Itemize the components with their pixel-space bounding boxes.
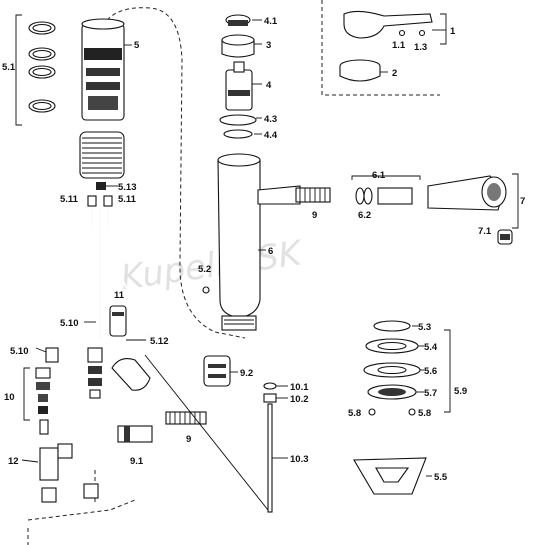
- flexible-hose-coil: [79, 131, 125, 179]
- label-1-3: 1.3: [414, 42, 427, 53]
- pull-out-spray-head: [427, 175, 507, 211]
- label-5-7: 5.7: [424, 388, 437, 399]
- label-5-12: 5.12: [150, 336, 169, 347]
- label-5-11-left: 5.11: [60, 194, 79, 205]
- check-valve: [109, 305, 127, 337]
- diverter-cartridge: [81, 18, 125, 121]
- coupling-9-1: [117, 425, 153, 443]
- label-5-1: 5.1: [2, 62, 16, 73]
- label-5-6: 5.6: [424, 366, 437, 377]
- hose-fittings-center: [87, 347, 103, 399]
- label-10-3: 10.3: [290, 454, 309, 465]
- label-5-4: 5.4: [424, 342, 438, 353]
- label-10: 10: [4, 392, 15, 403]
- bracket-10: [23, 367, 30, 421]
- label-10-2: 10.2: [290, 394, 309, 405]
- diverter-valve: [203, 355, 231, 387]
- label-4-1: 4.1: [264, 16, 278, 27]
- connector-5-13: [96, 182, 106, 190]
- cartridge-dashed-path: [99, 7, 246, 339]
- watermark: KupelneSK: [118, 233, 306, 298]
- label-12: 12: [8, 456, 19, 467]
- label-9-upper: 9: [312, 210, 317, 221]
- cartridge-stack: [219, 14, 257, 139]
- label-5: 5: [134, 40, 140, 51]
- label-4-4: 4.4: [264, 130, 278, 141]
- threaded-nipple-9-upper: [295, 187, 331, 203]
- cover-cap: [339, 59, 381, 82]
- supply-hoses: [51, 195, 149, 348]
- label-6-2: 6.2: [358, 210, 371, 221]
- label-6-1: 6.1: [372, 170, 386, 181]
- label-4: 4: [266, 80, 272, 91]
- label-7-1: 7.1: [478, 226, 492, 237]
- label-3: 3: [266, 40, 271, 51]
- label-4-3: 4.3: [264, 114, 277, 125]
- faucet-body: [217, 153, 301, 331]
- bracket-7: [512, 173, 519, 229]
- label-9-lower: 9: [186, 434, 191, 445]
- label-5-8-left: 5.8: [348, 408, 361, 419]
- label-5-10-upper: 5.10: [60, 318, 79, 329]
- leader-10-3-diag: [144, 354, 269, 511]
- leader-lines: [21, 19, 446, 477]
- callout-labels: 5 5.1 4.1 3 4 4.3 4.4 1 1.1 1.3 2 5.13 5…: [2, 16, 525, 483]
- label-5-11-right: 5.11: [118, 194, 137, 205]
- label-11: 11: [114, 290, 125, 301]
- label-5-5: 5.5: [434, 472, 448, 483]
- threaded-nipple-9-lower: [165, 411, 207, 425]
- label-9-2: 9.2: [240, 368, 253, 379]
- label-1: 1: [450, 26, 456, 37]
- label-6: 6: [268, 246, 273, 257]
- bracket-5-1: [15, 14, 22, 126]
- base-dashed-outline-a: [27, 499, 136, 521]
- swivel-fitting: [111, 358, 151, 391]
- label-10-1: 10.1: [290, 382, 309, 393]
- set-screw-5-2: [202, 286, 210, 294]
- label-5-2: 5.2: [198, 264, 211, 275]
- bracket-5-9: [444, 329, 451, 413]
- label-1-1: 1.1: [392, 40, 406, 51]
- spout-adapter: [355, 187, 413, 205]
- label-5-13: 5.13: [118, 182, 137, 193]
- tee-fitting: [39, 443, 99, 503]
- label-5-3: 5.3: [418, 322, 431, 333]
- label-7: 7: [520, 196, 525, 207]
- mounting-plate: [353, 457, 427, 495]
- handle-group-outline: [321, 0, 440, 96]
- spray-nozzle-7-1: [497, 229, 513, 245]
- label-9-1: 9.1: [130, 456, 144, 467]
- anchor-rod: [263, 382, 277, 513]
- hose-fittings-left: [35, 347, 59, 435]
- bracket-1: [440, 13, 447, 45]
- label-5-8-right: 5.8: [418, 408, 431, 419]
- base-gasket-set: [363, 320, 421, 416]
- label-5-10-lower: 5.10: [10, 346, 29, 357]
- label-5-9: 5.9: [454, 386, 467, 397]
- bracket-6-1: [351, 175, 421, 180]
- lever-handle: [343, 10, 433, 39]
- label-2: 2: [392, 68, 397, 79]
- o-ring-set: [28, 21, 56, 113]
